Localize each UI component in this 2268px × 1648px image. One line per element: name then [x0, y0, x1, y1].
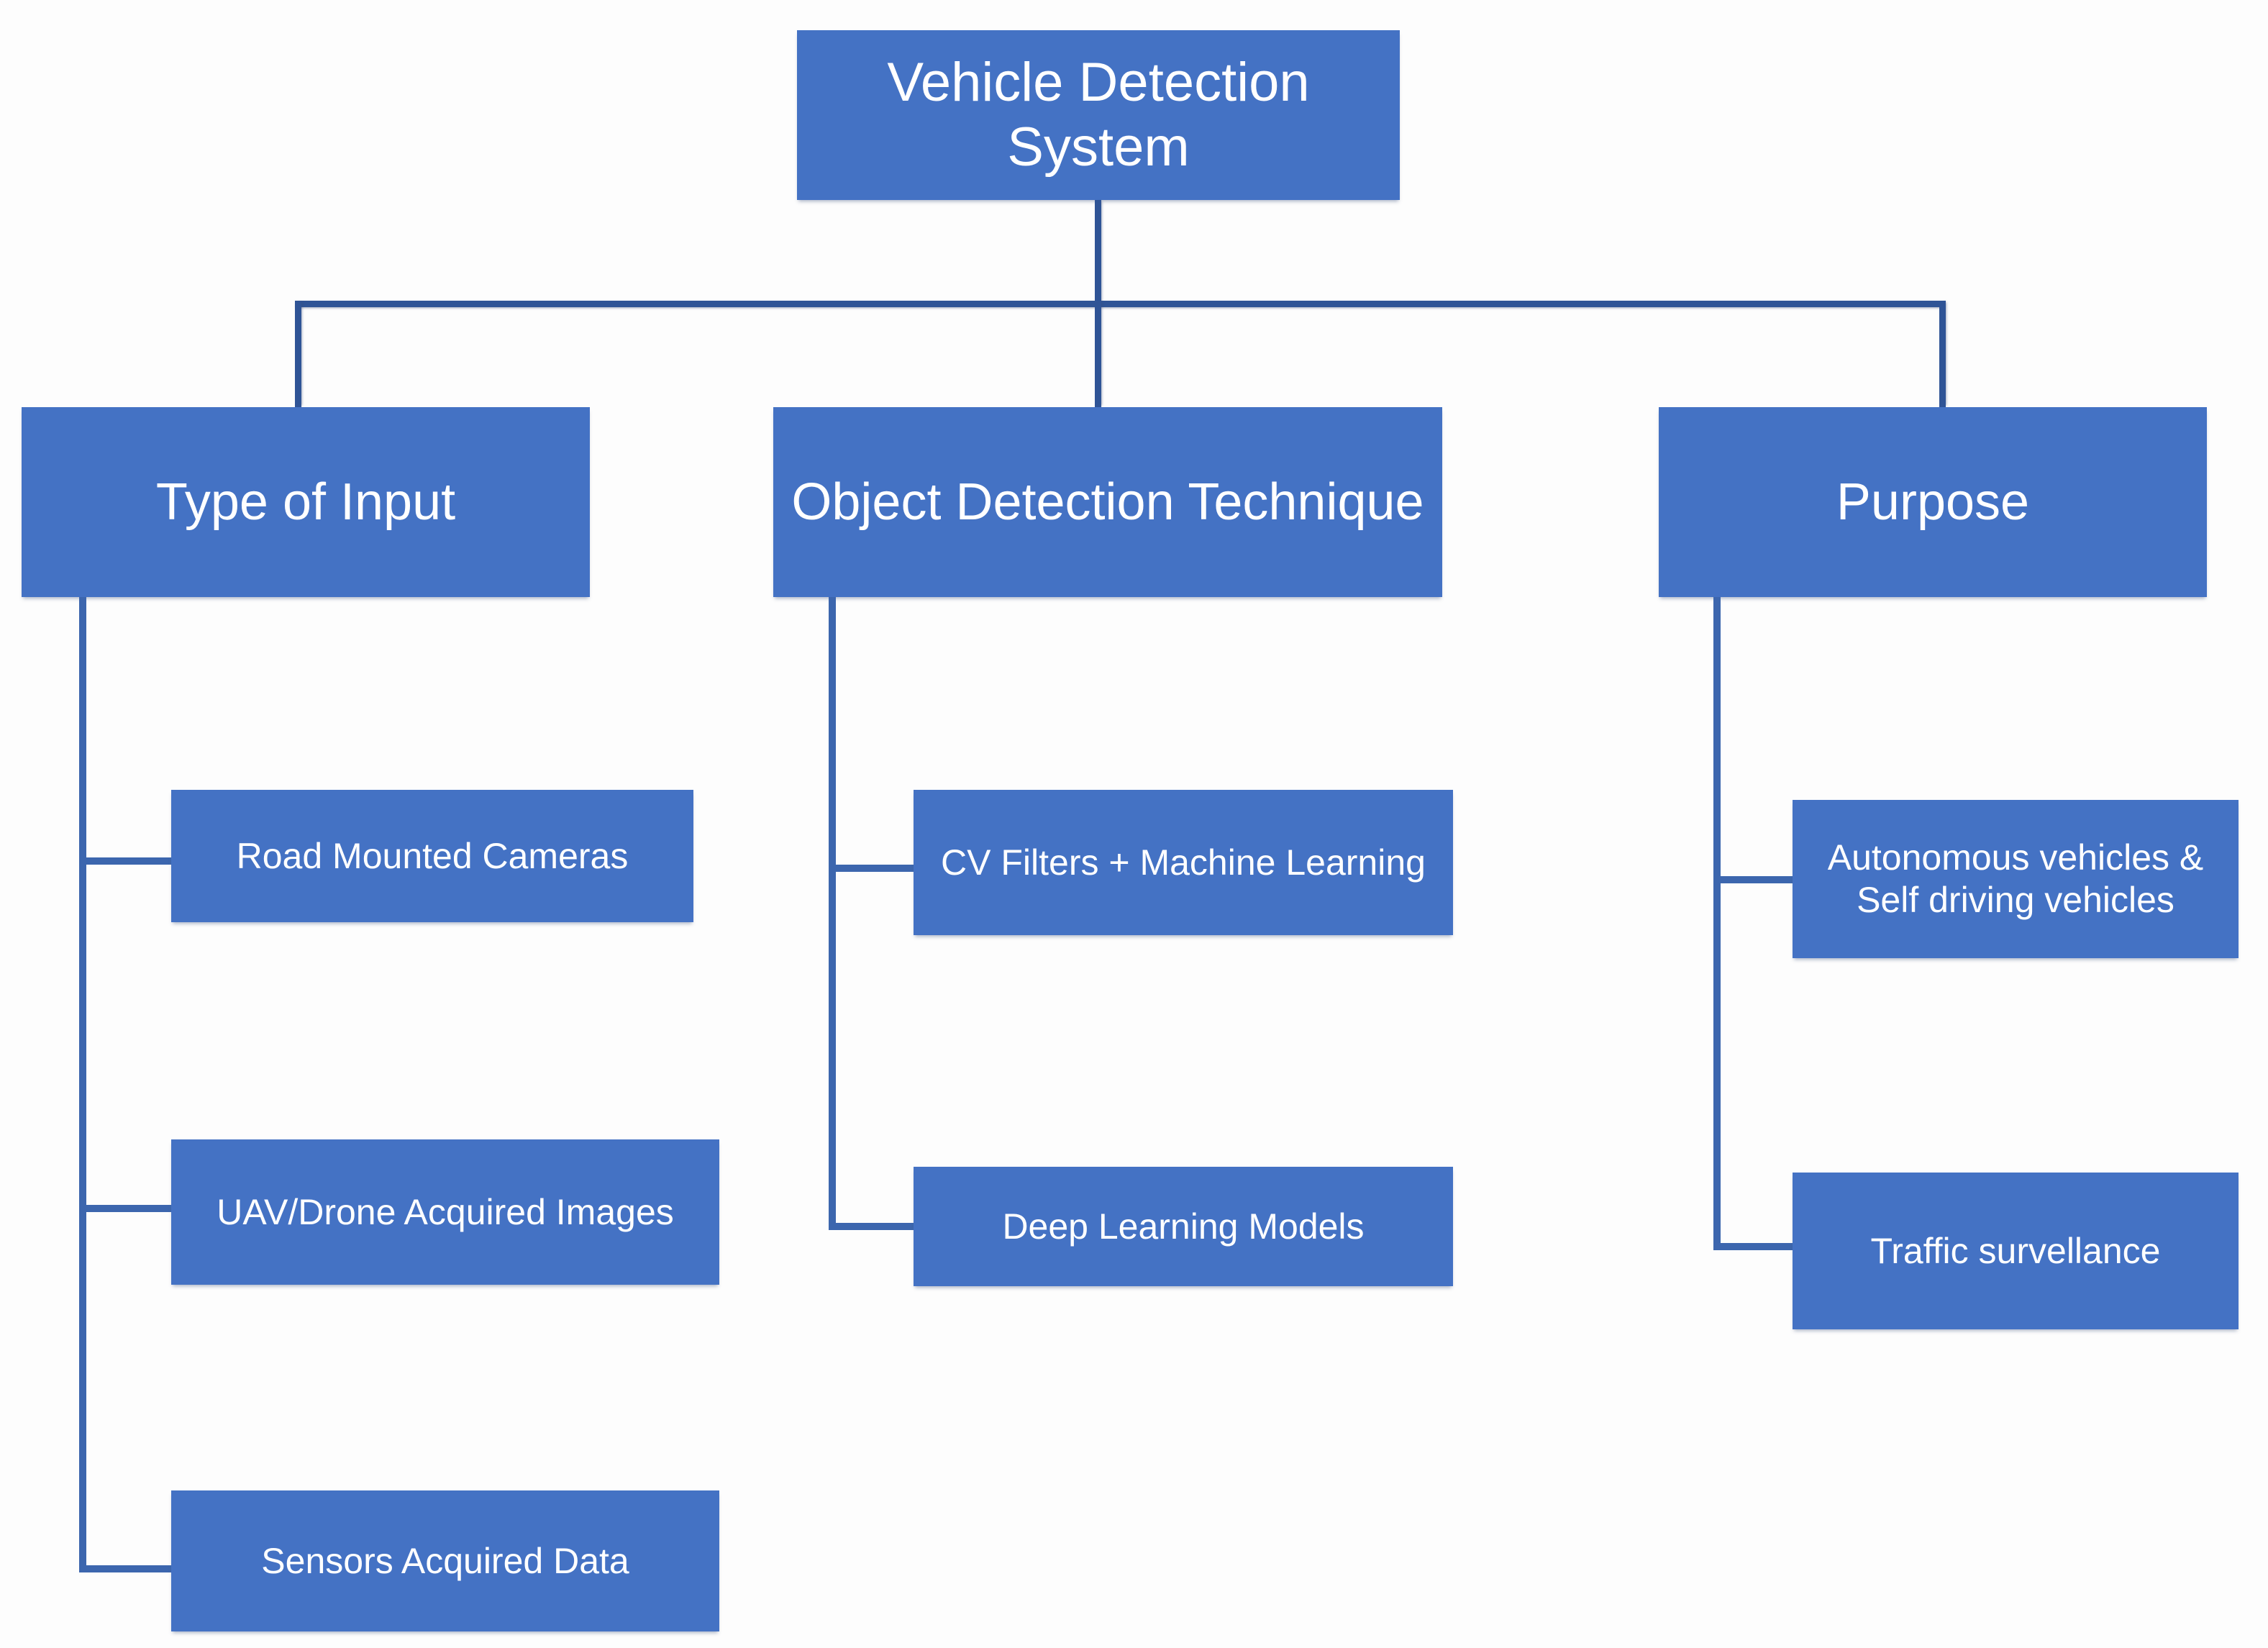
node-leaf-traffic-survellance-label: Traffic survellance — [1870, 1230, 2161, 1271]
node-leaf-uav-drone-acquired-images-label: UAV/Drone Acquired Images — [217, 1191, 674, 1232]
node-branch-purpose[interactable]: Purpose — [1659, 407, 2207, 597]
connector-drop-branch-2 — [1095, 301, 1101, 407]
connector-trunk-branch-2 — [829, 597, 836, 1230]
node-leaf-sensors-acquired-data[interactable]: Sensors Acquired Data — [171, 1490, 719, 1631]
connector-bus — [295, 301, 1946, 307]
connector-trunk-branch-3 — [1713, 597, 1721, 1250]
connector-root-drop — [1095, 200, 1101, 305]
node-root[interactable]: Vehicle Detection System — [797, 30, 1400, 200]
node-leaf-cv-filters-machine-learning-label: CV Filters + Machine Learning — [941, 842, 1426, 883]
node-leaf-cv-filters-machine-learning[interactable]: CV Filters + Machine Learning — [914, 790, 1453, 935]
connector-stub-branch-3-leaf-2 — [1713, 1243, 1793, 1250]
connector-drop-branch-1 — [295, 301, 301, 407]
connector-stub-branch-1-leaf-2 — [79, 1205, 171, 1212]
node-leaf-traffic-survellance[interactable]: Traffic survellance — [1793, 1173, 2239, 1329]
node-leaf-uav-drone-acquired-images[interactable]: UAV/Drone Acquired Images — [171, 1139, 719, 1285]
connector-stub-branch-3-leaf-1 — [1713, 876, 1793, 883]
connector-trunk-branch-1 — [79, 597, 86, 1572]
connector-stub-branch-2-leaf-2 — [829, 1223, 914, 1230]
node-branch-type-of-input[interactable]: Type of Input — [22, 407, 590, 597]
connector-stub-branch-2-leaf-1 — [829, 865, 914, 872]
node-leaf-deep-learning-models-label: Deep Learning Models — [1002, 1206, 1365, 1247]
node-leaf-road-mounted-cameras[interactable]: Road Mounted Cameras — [171, 790, 693, 922]
node-leaf-autonomous-vehicles[interactable]: Autonomous vehicles & Self driving vehic… — [1793, 800, 2239, 958]
connector-drop-branch-3 — [1939, 301, 1946, 407]
node-branch-purpose-label: Purpose — [1836, 473, 2030, 531]
connector-stub-branch-1-leaf-1 — [79, 857, 171, 865]
node-leaf-road-mounted-cameras-label: Road Mounted Cameras — [236, 835, 629, 876]
connector-stub-branch-1-leaf-3 — [79, 1565, 171, 1572]
node-leaf-deep-learning-models[interactable]: Deep Learning Models — [914, 1167, 1453, 1286]
node-root-label: Vehicle Detection System — [887, 52, 1310, 178]
node-leaf-sensors-acquired-data-label: Sensors Acquired Data — [261, 1540, 629, 1581]
node-branch-object-detection-technique-label: Object Detection Technique — [791, 473, 1424, 531]
node-leaf-autonomous-vehicles-label: Autonomous vehicles & Self driving vehic… — [1827, 837, 2204, 920]
node-branch-type-of-input-label: Type of Input — [155, 473, 456, 531]
node-branch-object-detection-technique[interactable]: Object Detection Technique — [773, 407, 1442, 597]
